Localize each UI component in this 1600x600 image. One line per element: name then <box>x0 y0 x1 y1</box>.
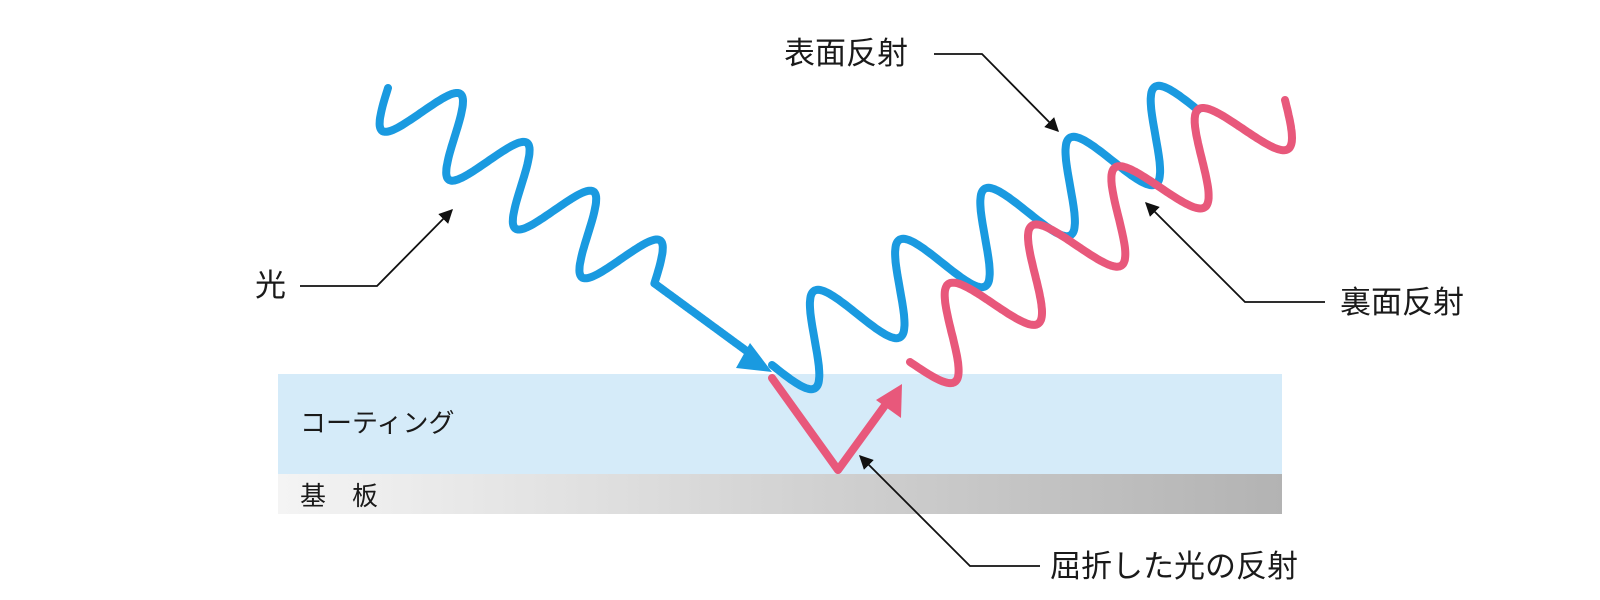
incident-light-arrowhead <box>736 343 772 372</box>
refracted-light-arrowhead <box>876 384 902 418</box>
substrate-label: 基 板 <box>300 482 378 512</box>
back-reflection-label: 裏面反射 <box>1340 285 1464 321</box>
surface-reflection-leader-line <box>934 53 1059 132</box>
back-reflection-leader-line <box>1145 202 1325 303</box>
light-leader-line <box>300 209 453 287</box>
refracted-reflection-leader-line <box>859 455 1040 567</box>
light-label: 光 <box>255 268 286 304</box>
refracted-light-path <box>768 374 890 474</box>
surface-reflection-label: 表面反射 <box>784 36 908 72</box>
refracted-reflection-label: 屈折した光の反射 <box>1050 549 1298 585</box>
incident-light-wave <box>375 84 752 356</box>
surface-reflection-wave <box>768 81 1202 394</box>
back-reflection-wave <box>906 96 1296 388</box>
coating-label: コーティング <box>300 409 454 439</box>
substrate-layer <box>278 474 1282 514</box>
